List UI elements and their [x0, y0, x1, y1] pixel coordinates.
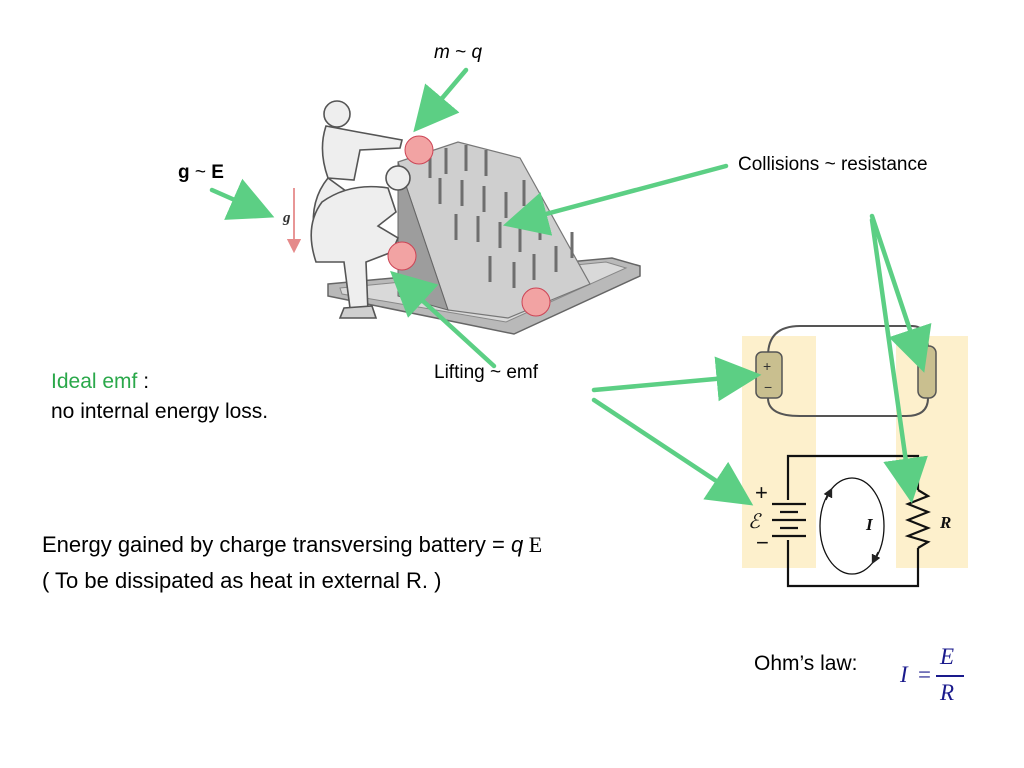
arrow-emf-schematic	[591, 397, 754, 506]
formula-fraction-bar	[936, 675, 964, 677]
label-m-q: m ~ q	[434, 42, 482, 64]
emf-symbol: ℰ	[748, 511, 762, 533]
battery-plus: +	[763, 358, 771, 374]
arrow-m-q	[413, 67, 469, 133]
circuit-minus: −	[756, 530, 769, 555]
label-m: m	[434, 42, 450, 63]
arrow-collisions	[502, 163, 729, 236]
arrow-resistance-schematic	[869, 217, 928, 504]
label-lifting: Lifting ~ emf	[434, 362, 539, 383]
current-symbol: I	[865, 515, 874, 534]
heat-line: ( To be dissipated as heat in external R…	[42, 568, 442, 593]
label-m-q-tilde: ~	[449, 42, 472, 63]
energy-line: Energy gained by charge transversing bat…	[42, 532, 542, 558]
ideal-emf-title: Ideal emf	[51, 370, 138, 393]
label-E: E	[211, 162, 224, 183]
label-g: g	[178, 162, 190, 183]
formula-numerator: E	[940, 644, 955, 669]
arrow-g-E	[209, 178, 275, 220]
gravity-symbol: g	[282, 210, 291, 226]
ohms-law-label: Ohm’s law:	[754, 652, 858, 675]
label-collisions: Collisions ~ resistance	[738, 154, 928, 175]
arrow-lifting	[390, 270, 497, 369]
formula-lhs: I	[900, 662, 908, 687]
ohms-law-formula: I = E R	[898, 642, 968, 712]
ideal-emf-colon: :	[137, 370, 150, 393]
circuit-plus: +	[755, 480, 768, 505]
energy-line-text: Energy gained by charge transversing bat…	[42, 532, 511, 557]
arrow-emf-battery	[591, 356, 762, 402]
ball-bottom	[521, 287, 551, 317]
ideal-emf-heading: Ideal emf :	[51, 370, 149, 394]
physical-resistor	[917, 345, 937, 399]
current-loop	[819, 477, 885, 575]
resistor-symbol: R	[939, 513, 951, 532]
annotation-arrows	[209, 67, 932, 506]
people-lifting-balls	[310, 100, 411, 319]
ideal-emf-description: no internal energy loss.	[51, 400, 269, 423]
label-g-E-tilde: ~	[189, 162, 212, 183]
label-q: q	[471, 42, 483, 63]
ball-top	[404, 135, 434, 165]
formula-denominator: R	[940, 680, 955, 705]
label-g-E: g ~ E	[178, 162, 224, 184]
battery-minus: −	[764, 379, 772, 395]
formula-equals: =	[918, 662, 931, 687]
energy-line-q: q	[511, 532, 524, 557]
arrow-resistance-physical	[869, 213, 932, 373]
ball-lifted	[387, 241, 417, 271]
energy-line-E: E	[523, 532, 543, 557]
